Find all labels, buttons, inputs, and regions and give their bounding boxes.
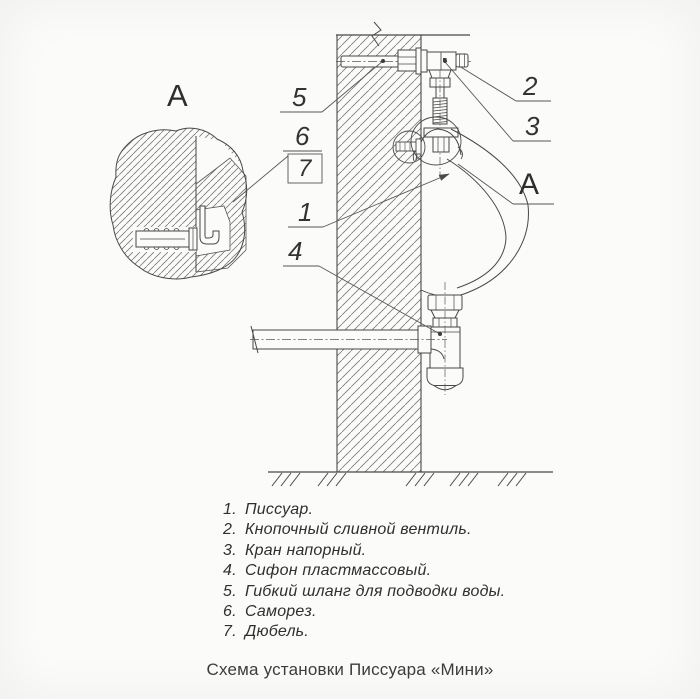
callout-5: 5: [292, 82, 307, 112]
push-button: [455, 53, 469, 68]
callout-3: 3: [525, 111, 540, 141]
leader-lines: [232, 59, 554, 336]
urinal-bowl: [420, 128, 529, 298]
leader-5: [321, 60, 384, 113]
leader-3: [444, 61, 514, 142]
detail-blob-outline: [109, 127, 248, 280]
dowel-ribs-bottom: [143, 246, 180, 250]
legend-item-text: Писсуар.: [245, 501, 314, 518]
callout-4: 4: [288, 236, 303, 266]
legend-item-text: Саморез.: [245, 602, 317, 620]
callout-1: 1: [298, 197, 313, 227]
detail-label-left: А: [167, 78, 188, 113]
legend-item-text: Кран напорный.: [245, 541, 367, 559]
urinal-inner-profile: [446, 158, 507, 289]
detail-circle-small: [392, 130, 426, 164]
wall-section: [336, 35, 422, 472]
wall-fixing-small: [395, 138, 422, 155]
leader-1: [322, 173, 450, 228]
legend-item-7: 7. Дюбель.: [223, 623, 505, 643]
wall-flange: [415, 47, 422, 75]
siphon: [426, 282, 464, 395]
urinal-hook-bracket: [199, 205, 220, 245]
parts-legend: 1. Писсуар. 2. Кнопочный сливной вентиль…: [223, 501, 505, 644]
dowel-ribs-top: [143, 228, 180, 232]
drain-pipe: [250, 325, 447, 360]
valve-body: [426, 51, 457, 71]
leader-4: [318, 265, 441, 335]
leader-2: [458, 65, 517, 102]
legend-item-number: 7.: [223, 623, 237, 641]
legend-item-number: 5.: [223, 582, 237, 600]
legend-item-4: 4. Сифон пластмассовый.: [223, 562, 505, 582]
callout-7: 7: [298, 155, 312, 182]
legend-item-number: 4.: [223, 562, 237, 580]
wall-hatch: [337, 35, 421, 472]
drawing-title: Схема установки Писсуара «Мини»: [206, 660, 494, 679]
leader-5-dot: [381, 59, 385, 63]
detail-circle-large: [410, 116, 462, 166]
legend-item-2: 2. Кнопочный сливной вентиль.: [223, 521, 505, 541]
hose-coil: [432, 70, 448, 178]
legend-item-5: 5. Гибкий шланг для подводки воды.: [223, 583, 505, 603]
box-7: [287, 153, 323, 184]
legend-item-text: Дюбель.: [245, 623, 309, 641]
ground-hatch-ticks: [271, 472, 527, 487]
wall-break-mark: [371, 21, 382, 47]
legend-item-1: 1. Писсуар.: [223, 501, 505, 521]
leader-4-dot: [438, 332, 442, 336]
leader-detail-a: [457, 163, 514, 205]
legend-item-number: 6.: [223, 602, 237, 620]
detail-label-right: А: [519, 168, 540, 201]
hex-nut: [397, 49, 417, 72]
leader-6-7: [232, 155, 289, 203]
legend-item-3: 3. Кран напорный.: [223, 542, 505, 562]
legend-item-text: Гибкий шланг для подводки воды.: [245, 582, 506, 600]
leader-3-dot: [443, 59, 447, 63]
legend-item-number: 2.: [223, 521, 237, 539]
legend-item-number: 3.: [223, 541, 237, 559]
callout-6: 6: [295, 121, 310, 151]
callout-2: 2: [523, 71, 538, 101]
legend-item-text: Сифон пластмассовый.: [245, 562, 432, 580]
legend-item-6: 6. Саморез.: [223, 603, 505, 623]
floor: [268, 471, 553, 487]
detail-view-a: [109, 127, 248, 280]
screw-head-small: [415, 138, 422, 155]
legend-item-text: Кнопочный сливной вентиль.: [245, 521, 472, 539]
legend-item-number: 1.: [223, 501, 237, 518]
detail-marker-circles: [392, 116, 462, 166]
